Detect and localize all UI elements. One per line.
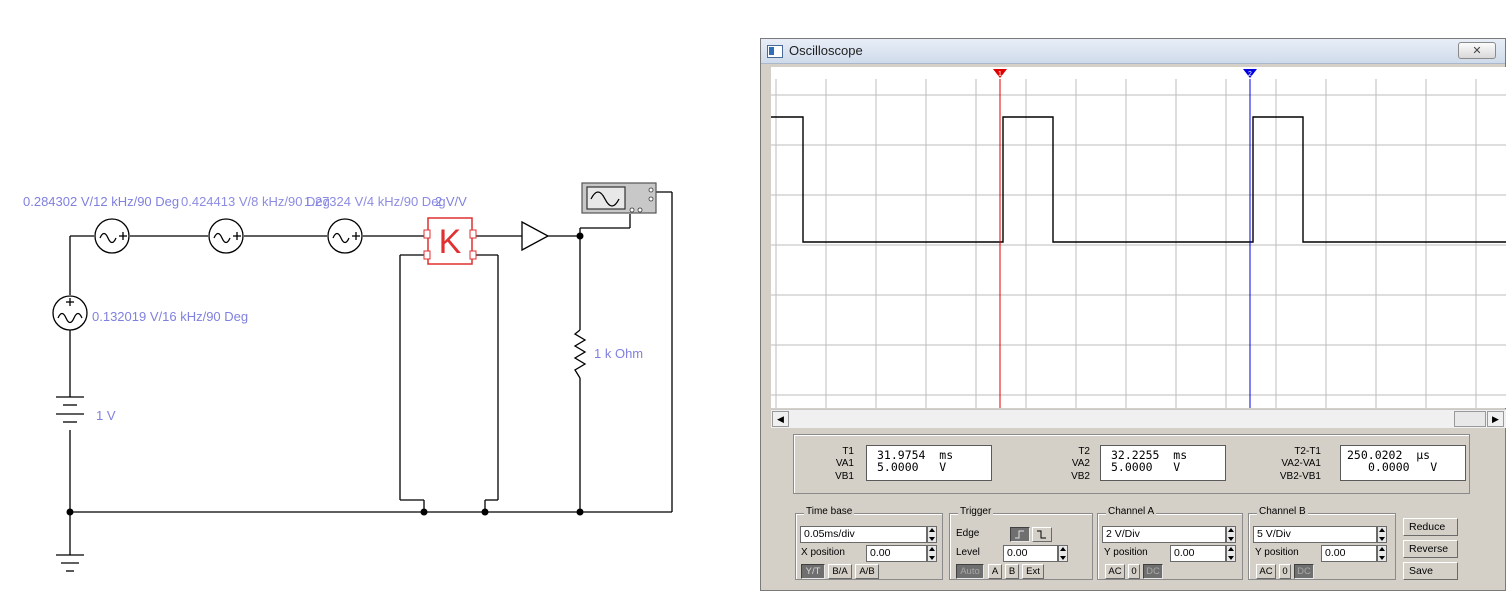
save-button[interactable]: Save: [1403, 562, 1458, 580]
channel-b-ypos-field[interactable]: 0.00: [1321, 545, 1377, 562]
rising-edge-icon: [1015, 530, 1024, 539]
va1-value: 5.0000 V: [877, 460, 947, 474]
trigger-level-spinner[interactable]: [1058, 545, 1068, 562]
level-label: Level: [956, 547, 980, 558]
window-titlebar[interactable]: Oscilloscope ✕: [761, 39, 1505, 64]
horizontal-scrollbar[interactable]: ◀ ▶: [771, 409, 1506, 428]
oscilloscope-window: Oscilloscope ✕ 1 2 ◀ ▶ T1 VA1 VB1 31.975…: [760, 38, 1506, 591]
cursor-readout-panel: T1 VA1 VB1 31.9754 ms 5.0000 V T2 VA2 VB…: [793, 434, 1470, 494]
ba-mode-button[interactable]: B/A: [828, 564, 852, 579]
cursor-1-marker: 1: [998, 71, 1002, 78]
channel-a-ypos-field[interactable]: 0.00: [1170, 545, 1226, 562]
channel-b-group: Channel B 5 V/Div Y position 0.00 AC 0 D…: [1248, 506, 1396, 580]
vb2-label: VB2: [1071, 471, 1090, 482]
resistor-label: 1 k Ohm: [594, 346, 644, 361]
channel-a-scale-field[interactable]: 2 V/Div: [1102, 526, 1226, 543]
channel-b-ypos-spinner[interactable]: [1377, 545, 1387, 562]
trigger-ext-button[interactable]: Ext: [1022, 564, 1044, 579]
xpos-label: X position: [801, 547, 845, 558]
scope-screen: 1 2: [771, 67, 1506, 408]
timebase-scale-spinner[interactable]: [927, 526, 937, 543]
channel-b-scale-field[interactable]: 5 V/Div: [1253, 526, 1377, 543]
t1-label: T1: [842, 446, 854, 457]
xpos-spinner[interactable]: [927, 545, 937, 562]
close-button[interactable]: ✕: [1458, 42, 1496, 59]
timebase-title: Time base: [804, 506, 855, 517]
reduce-button[interactable]: Reduce: [1403, 518, 1458, 536]
oscilloscope-instrument-icon[interactable]: [580, 181, 658, 215]
channel-a-dc-button[interactable]: DC: [1143, 564, 1163, 579]
timebase-group: Time base 0.05ms/div X position 0.00 Y/T…: [795, 506, 943, 580]
schematic-wires: [52, 182, 673, 572]
channel-b-ac-button[interactable]: AC: [1256, 564, 1276, 579]
channel-b-scale-spinner[interactable]: [1377, 526, 1387, 543]
channel-a-ac-button[interactable]: AC: [1105, 564, 1125, 579]
source-label-top-2: 0.424413 V/8 kHz/90 Deg: [181, 194, 330, 209]
xpos-field[interactable]: 0.00: [866, 545, 927, 562]
channel-b-zero-button[interactable]: 0: [1279, 564, 1291, 579]
battery-label: 1 V: [96, 408, 116, 423]
va2-value: 5.0000 V: [1111, 460, 1181, 474]
relay-label: K: [438, 223, 462, 261]
va1-label: VA1: [835, 458, 854, 469]
channel-a-title: Channel A: [1106, 506, 1157, 517]
scroll-left-button[interactable]: ◀: [772, 411, 789, 427]
cursor-1-handle[interactable]: [993, 69, 1007, 78]
scrollbar-thumb[interactable]: [1454, 411, 1486, 427]
diff-readout: 250.0202 µs 0.0000 V: [1340, 445, 1466, 481]
cursor-2-handle[interactable]: [1243, 69, 1257, 78]
channel-b-title: Channel B: [1257, 506, 1308, 517]
scope-grid: [771, 79, 1506, 408]
falling-edge-icon: [1037, 530, 1046, 539]
circuit-schematic: 0.284302 V/12 kHz/90 Deg 0.424413 V/8 kH…: [0, 0, 740, 596]
trigger-auto-button[interactable]: Auto: [956, 564, 984, 579]
channel-a-scale-spinner[interactable]: [1226, 526, 1236, 543]
source-label-top-1: 0.284302 V/12 kHz/90 Deg: [23, 194, 180, 209]
diff-vb-label: VB2-VB1: [1279, 471, 1321, 482]
channel-a-ypos-spinner[interactable]: [1226, 545, 1236, 562]
window-title: Oscilloscope: [789, 43, 863, 58]
oscilloscope-app-icon: [767, 45, 783, 58]
buffer-gain-label: 2 V/V: [435, 194, 467, 209]
source-label-top-3: 1.27324 V/4 kHz/90 Deg: [304, 194, 446, 209]
scope-display: 1 2: [771, 69, 1506, 408]
cursor-2-marker: 2: [1248, 71, 1252, 78]
t2-label: T2: [1078, 446, 1090, 457]
timebase-scale-field[interactable]: 0.05ms/div: [800, 526, 927, 543]
diff-t-label: T2-T1: [1294, 446, 1321, 457]
edge-label: Edge: [956, 528, 980, 539]
diff-va-value: 0.0000 V: [1368, 460, 1438, 474]
diff-va-label: VA2-VA1: [1281, 458, 1321, 469]
channel-b-dc-button[interactable]: DC: [1294, 564, 1314, 579]
vb1-label: VB1: [835, 471, 854, 482]
channel-b-ypos-label: Y position: [1255, 547, 1299, 558]
rising-edge-button[interactable]: [1010, 527, 1030, 542]
t2-readout: 32.2255 ms 5.0000 V: [1100, 445, 1226, 481]
yt-mode-button[interactable]: Y/T: [801, 564, 825, 579]
t1-value: 31.9754 ms: [877, 448, 954, 462]
t1-readout: 31.9754 ms 5.0000 V: [866, 445, 992, 481]
diff-t-value: 250.0202 µs: [1347, 448, 1431, 462]
trigger-a-button[interactable]: A: [988, 564, 1002, 579]
channel-a-ypos-label: Y position: [1104, 547, 1148, 558]
channel-a-group: Channel A 2 V/Div Y position 0.00 AC 0 D…: [1097, 506, 1243, 580]
reverse-button[interactable]: Reverse: [1403, 540, 1458, 558]
scroll-right-button[interactable]: ▶: [1487, 411, 1504, 427]
trigger-title: Trigger: [958, 506, 994, 517]
va2-label: VA2: [1071, 458, 1090, 469]
ab-mode-button[interactable]: A/B: [855, 564, 879, 579]
t2-value: 32.2255 ms: [1111, 448, 1188, 462]
falling-edge-button[interactable]: [1032, 527, 1052, 542]
trigger-level-field[interactable]: 0.00: [1003, 545, 1058, 562]
trigger-group: Trigger Edge Level 0.00 Auto A B Ext: [949, 506, 1093, 580]
trigger-b-button[interactable]: B: [1005, 564, 1019, 579]
channel-a-trace: [771, 116, 1506, 243]
source-label-side: 0.132019 V/16 kHz/90 Deg: [92, 309, 249, 324]
channel-a-zero-button[interactable]: 0: [1128, 564, 1140, 579]
